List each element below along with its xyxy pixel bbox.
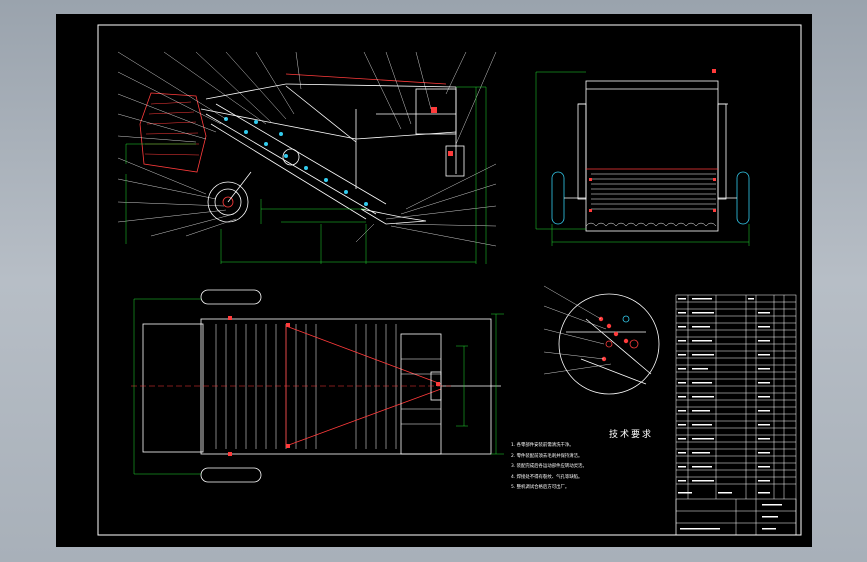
front-bolts	[589, 69, 716, 212]
detail-sprocket	[629, 339, 639, 349]
top-dimensions	[133, 298, 504, 475]
tech-note: 1. 各零部件安装前需清洗干净。	[511, 443, 574, 448]
cad-viewport[interactable]: 技术要求 1. 各零部件安装前需清洗干净。 2. 零件装配前须去毛刺并保持清洁。…	[56, 14, 812, 547]
bom-text-marks	[678, 298, 782, 530]
side-digging-shovel	[360, 208, 427, 225]
top-bolts	[228, 316, 440, 456]
detail-view	[543, 285, 660, 395]
front-hopper-body	[585, 80, 719, 232]
top-sieve	[142, 323, 204, 453]
side-dimensions	[125, 86, 487, 264]
top-elevator-slats	[215, 324, 397, 449]
tech-note: 3. 装配完成后各运动部件应转动灵活。	[511, 464, 587, 469]
front-grate	[591, 173, 716, 210]
side-view	[117, 51, 497, 264]
side-sieve-basket	[139, 92, 207, 173]
tech-note: 2. 零件装配前须去毛刺并保持清洁。	[511, 453, 583, 459]
side-land-wheel	[207, 171, 252, 223]
side-link-pin	[448, 151, 453, 156]
detail-circle	[558, 293, 660, 395]
side-top-rail	[285, 73, 447, 85]
side-elevator	[205, 103, 387, 220]
top-hitch-teeth	[401, 358, 441, 425]
bom-rows	[676, 301, 796, 485]
front-blades	[585, 222, 717, 227]
title-block	[675, 294, 797, 536]
tech-note: 4. 焊接处不得有裂纹、气孔等缺陷。	[511, 474, 583, 480]
tech-note: 5. 整机调试合格后方可出厂。	[511, 485, 570, 490]
side-leader-lines	[117, 51, 497, 247]
front-view	[535, 69, 750, 246]
top-hitch-block	[400, 333, 442, 455]
side-main-frame	[200, 83, 465, 189]
technical-requirements-notes: 1. 各零部件安装前需清洗干净。 2. 零件装配前须去毛刺并保持清洁。 3. 装…	[511, 441, 731, 494]
bom-columns	[687, 295, 785, 499]
detail-roller	[622, 315, 630, 323]
side-hitch-pin	[431, 107, 437, 113]
front-dimensions	[535, 71, 750, 246]
front-right-wheel	[736, 171, 750, 225]
top-chassis	[200, 318, 492, 455]
drawing-frame	[97, 24, 802, 536]
side-drive-sprocket	[282, 148, 300, 166]
top-wheel-upper	[200, 289, 262, 305]
detail-parts	[598, 316, 629, 362]
assembly-drawing	[97, 24, 802, 536]
top-view	[131, 289, 504, 483]
side-sieve-slats	[144, 101, 200, 156]
technical-requirements-title: 技术要求	[608, 430, 653, 440]
top-wheel-lower	[200, 467, 262, 483]
top-hitch-frame	[285, 325, 442, 447]
front-left-wheel	[551, 171, 565, 225]
detail-leaders	[543, 285, 612, 375]
